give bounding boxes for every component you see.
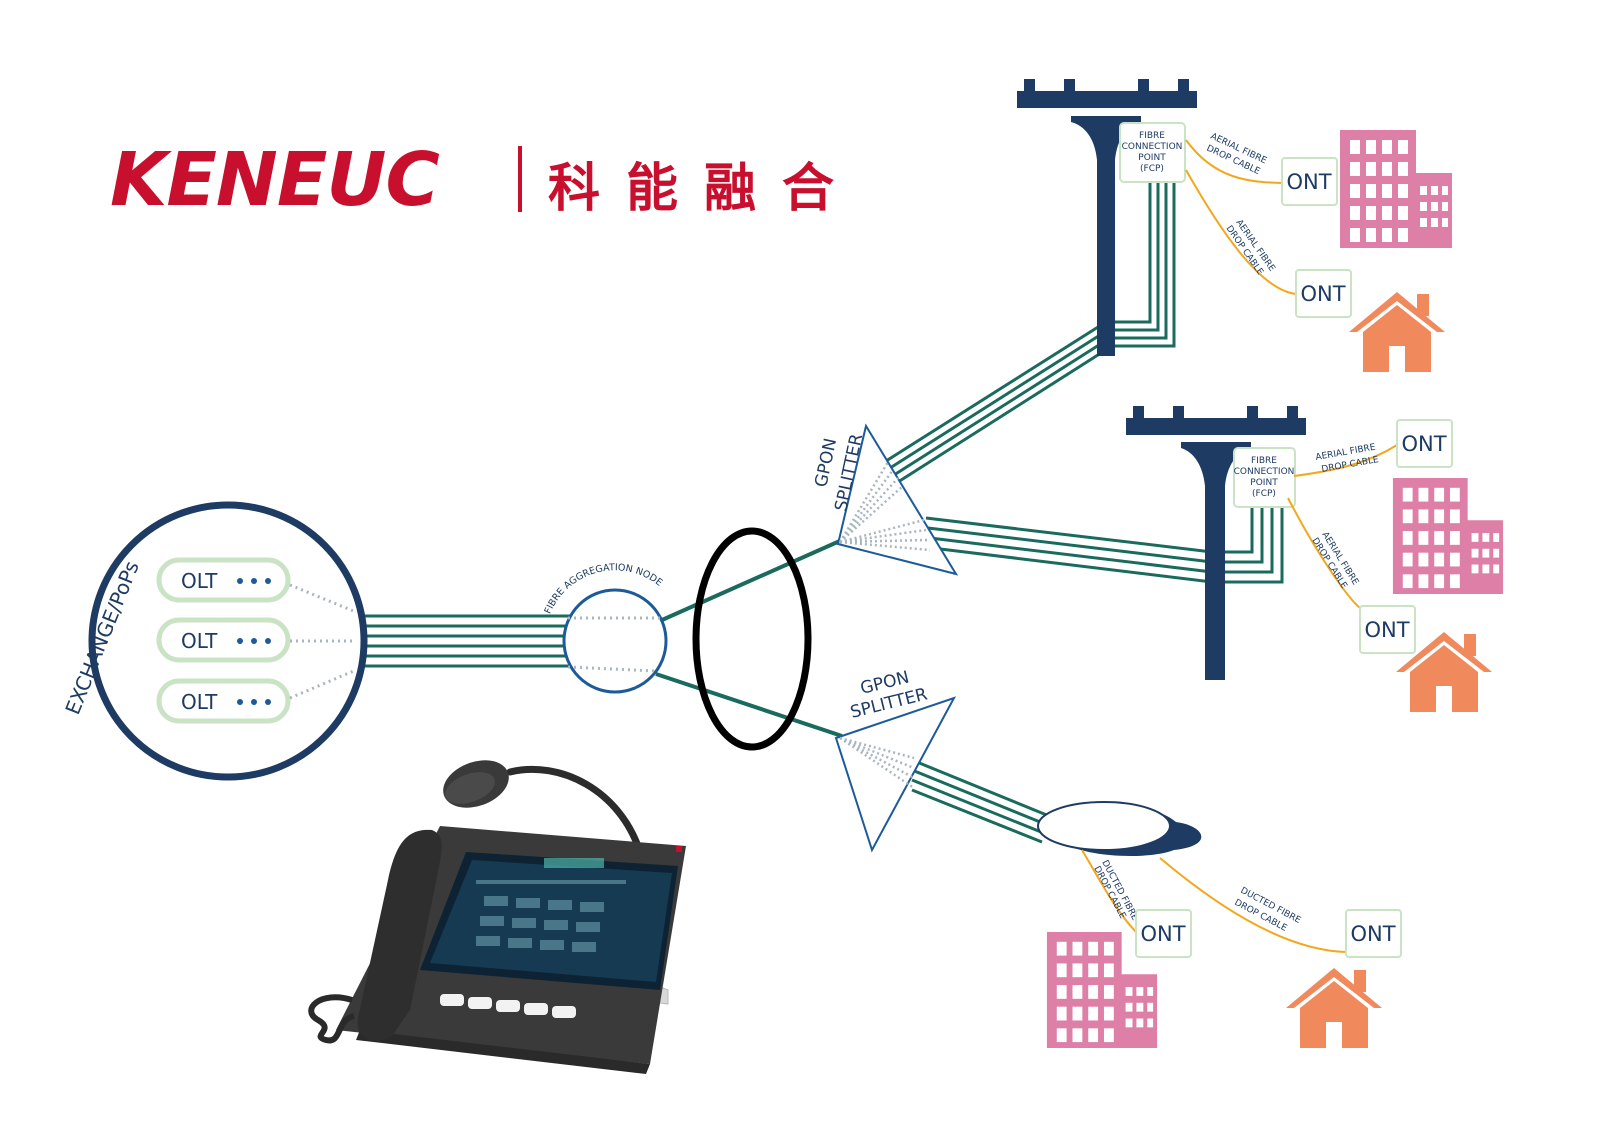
svg-text:ONT: ONT bbox=[1401, 432, 1446, 456]
splitter-top-fan bbox=[838, 461, 931, 552]
brand-divider bbox=[518, 146, 522, 212]
ont-box[interactable]: ONT bbox=[1345, 909, 1402, 958]
building-icon bbox=[1392, 477, 1504, 594]
house-icon bbox=[1349, 292, 1445, 372]
trunk-cable-bundle bbox=[362, 614, 570, 668]
utility-pole-top bbox=[1017, 79, 1197, 356]
gpon-splitter-top[interactable] bbox=[836, 423, 959, 576]
svg-text:(FCP): (FCP) bbox=[1140, 164, 1164, 174]
splitter-bottom-fan bbox=[839, 736, 915, 790]
cable-label-ducted-2: DUCTED FIBRE DROP CABLE bbox=[1233, 886, 1303, 934]
olt-unit[interactable]: OLT bbox=[156, 678, 291, 724]
house-icon bbox=[1286, 968, 1382, 1048]
olt-label: OLT bbox=[181, 629, 218, 653]
svg-text:ONT: ONT bbox=[1286, 170, 1331, 194]
cable-label-aerial-3: AERIAL FIBRE DROP CABLE bbox=[1315, 443, 1380, 475]
building-icon bbox=[1340, 130, 1452, 248]
svg-text:CONNECTION: CONNECTION bbox=[1122, 142, 1183, 152]
distribution-bundle-duct bbox=[911, 758, 1055, 844]
brand-logo-cn: 科能融合 bbox=[548, 159, 860, 219]
desk-phone-image bbox=[308, 760, 686, 1074]
ont-box[interactable]: ONT bbox=[1281, 157, 1338, 206]
svg-text:POINT: POINT bbox=[1138, 153, 1166, 163]
olt-unit[interactable]: OLT bbox=[156, 617, 291, 663]
olt-label: OLT bbox=[181, 690, 218, 714]
cable-label-ducted-1: DUCTED FIBRE DROP CABLE bbox=[1091, 859, 1139, 923]
aggregation-node[interactable] bbox=[562, 588, 668, 694]
svg-text:CONNECTION: CONNECTION bbox=[1234, 467, 1295, 477]
svg-text:ONT: ONT bbox=[1364, 618, 1409, 642]
svg-text:(FCP): (FCP) bbox=[1252, 489, 1276, 499]
ring-marker bbox=[692, 527, 812, 751]
svg-text:ONT: ONT bbox=[1140, 922, 1185, 946]
ont-box[interactable]: ONT bbox=[1396, 419, 1453, 468]
ont-box[interactable]: ONT bbox=[1135, 909, 1192, 958]
brand-logo-en: KENEUC bbox=[110, 137, 439, 223]
svg-text:ONT: ONT bbox=[1350, 922, 1395, 946]
ont-box[interactable]: ONT bbox=[1295, 269, 1352, 318]
olt-patch-lines bbox=[289, 583, 357, 700]
aggregation-patch-lines bbox=[567, 616, 662, 673]
distribution-bundle-mid bbox=[925, 508, 1284, 584]
cable-label-aerial-4: AERIAL FIBRE DROP CABLE bbox=[1309, 530, 1360, 591]
cable-label-aerial-1: AERIAL FIBRE DROP CABLE bbox=[1205, 132, 1269, 178]
svg-text:POINT: POINT bbox=[1250, 478, 1278, 488]
fcp-mid[interactable]: FIBRE CONNECTION POINT (FCP) bbox=[1233, 447, 1296, 508]
fcp-top[interactable]: FIBRE CONNECTION POINT (FCP) bbox=[1119, 122, 1186, 183]
underground-joint bbox=[1037, 801, 1202, 856]
utility-pole-mid bbox=[1126, 406, 1306, 680]
svg-text:ONT: ONT bbox=[1300, 282, 1345, 306]
olt-unit[interactable]: OLT bbox=[156, 557, 291, 603]
svg-text:FIBRE: FIBRE bbox=[1139, 131, 1165, 141]
distribution-bundle-top bbox=[885, 182, 1176, 484]
svg-text:FIBRE: FIBRE bbox=[1251, 456, 1277, 466]
ont-box[interactable]: ONT bbox=[1359, 605, 1416, 654]
drop-cables bbox=[1081, 139, 1398, 953]
cable-label-aerial-2: AERIAL FIBRE DROP CABLE bbox=[1224, 218, 1277, 277]
feeder-fibre-bottom bbox=[655, 672, 843, 738]
olt-label: OLT bbox=[181, 569, 218, 593]
feeder-fibre-top bbox=[661, 538, 843, 622]
